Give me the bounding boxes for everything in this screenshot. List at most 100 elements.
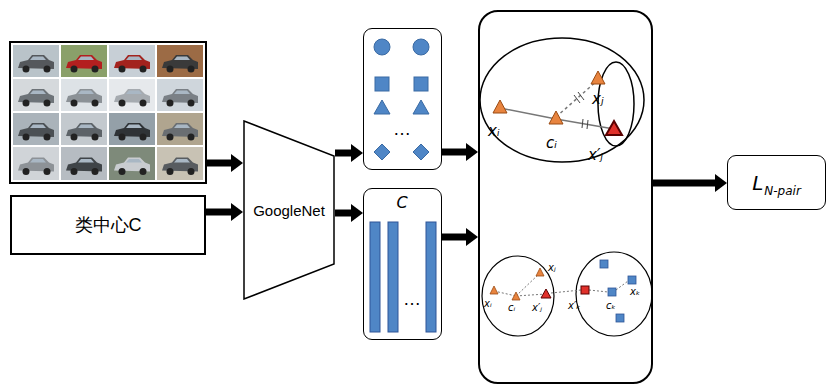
drawing-part (109, 45, 155, 77)
drawing-part (556, 119, 614, 129)
drawing-part (109, 147, 155, 180)
node-label: x′ₖ (568, 300, 580, 311)
drawing-part (606, 121, 622, 135)
arrow-head (715, 174, 727, 192)
drawing-part (616, 281, 628, 290)
drawing-part (608, 288, 616, 296)
label-group: 类中心C (75, 213, 142, 237)
drawing-part (109, 79, 155, 111)
drawing-part (61, 113, 107, 145)
drawing-part (18, 158, 54, 176)
node-label: … (399, 289, 425, 310)
node-label: xₖ (630, 286, 640, 297)
node-label: 类中心C (75, 213, 142, 237)
drawing-part (512, 292, 520, 300)
drawing-part (413, 144, 429, 160)
flow-arrow (653, 174, 727, 192)
drawing-part (114, 123, 150, 141)
drawing-part (556, 80, 598, 117)
drawing-part (374, 144, 390, 160)
embedding-box: … (363, 28, 442, 170)
flow-arrow (442, 143, 478, 161)
drawing-part (582, 119, 583, 128)
node-label: xⱼ (592, 90, 604, 108)
drawing-part (616, 314, 624, 322)
center-bars (370, 222, 436, 332)
drawing-part (589, 290, 608, 292)
drawing-part (413, 39, 429, 55)
metric-lower (482, 252, 652, 336)
drawing-part (541, 289, 551, 298)
loss-box: LN-pair (727, 155, 826, 210)
drawing-part (414, 77, 428, 91)
node-label: … (364, 119, 440, 140)
flow-arrow (335, 144, 363, 162)
node-label: x′ⱼ (588, 146, 603, 164)
node-label: GoogleNet (253, 202, 325, 219)
drawing-part (162, 123, 198, 141)
drawing-part (162, 158, 198, 176)
drawing-part (413, 100, 429, 114)
node-label: cₖ (606, 300, 616, 311)
drawing-part (114, 158, 150, 176)
drawing-part (374, 100, 390, 114)
drawing-part (426, 222, 436, 332)
flow-arrow (206, 203, 243, 221)
drawing-part (578, 92, 584, 100)
drawing-part (18, 55, 54, 73)
node-label: x′ⱼ (532, 302, 542, 313)
drawing-part (536, 268, 544, 276)
drawing-part (66, 158, 102, 176)
drawing-part (66, 89, 102, 107)
label-group: LN-pair (752, 171, 801, 195)
arrow-shaft (335, 210, 352, 217)
trapezoid-shape (244, 121, 334, 299)
arrow-shaft (653, 180, 716, 187)
drawing-part (551, 290, 581, 293)
arrow-head (466, 143, 478, 161)
drawing-part (157, 113, 203, 145)
drawing-part (482, 256, 554, 336)
drawing-part (61, 79, 107, 111)
arrow-shaft (442, 149, 467, 156)
drawing-part (162, 55, 198, 73)
drawing-part (375, 77, 389, 91)
drawing-part (61, 45, 107, 77)
drawing-part (576, 252, 652, 336)
photo-grid (10, 42, 206, 183)
drawing-part (109, 113, 155, 145)
input-arrow (206, 154, 243, 172)
drawing-part (388, 222, 398, 332)
input-box: 类中心C (10, 195, 206, 255)
center-box: C… (363, 188, 442, 340)
metric-box: xᵢcᵢxⱼx′ⱼxᵢcᵢxⱼx′ⱼx′ₖcₖxₖ (478, 10, 653, 384)
drawing-part (61, 147, 107, 180)
drawing-part (114, 55, 150, 73)
drawing-part (206, 160, 232, 167)
metric-upper (480, 38, 644, 162)
drawing-part (374, 39, 390, 55)
drawing-part (549, 111, 563, 124)
drawing-part (114, 89, 150, 107)
embedding-shapes (374, 39, 429, 160)
node-label: xⱼ (548, 262, 556, 273)
drawing-part (574, 95, 580, 103)
drawing-part (231, 154, 243, 172)
drawing-part (157, 45, 203, 77)
drawing-part (600, 260, 608, 268)
drawing-part (493, 100, 507, 113)
drawing-part (490, 286, 498, 294)
drawing-part (162, 89, 198, 107)
drawing-part (18, 123, 54, 141)
network-trapezoid: GoogleNet (243, 120, 335, 300)
arrow-shaft (442, 234, 467, 241)
arrow-head (351, 204, 363, 222)
drawing-part (157, 79, 203, 111)
drawing-part (581, 286, 589, 294)
drawing-part (480, 38, 644, 162)
node-label: L (752, 171, 763, 195)
drawing-part (13, 79, 59, 111)
drawing-part (157, 147, 203, 180)
flow-arrow (335, 204, 363, 222)
